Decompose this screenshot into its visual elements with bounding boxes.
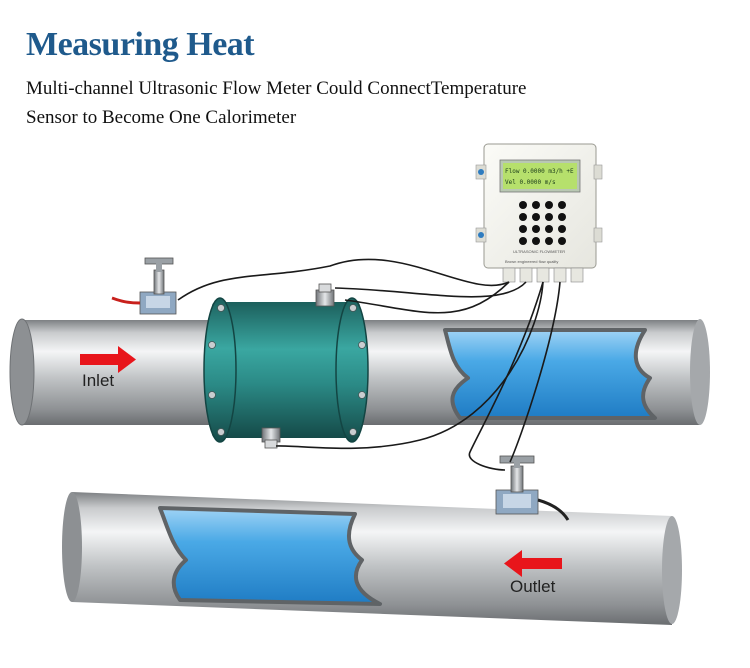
temperature-sensor-outlet (495, 455, 570, 521)
flow-meter-transmitter: Flow 0.0000 m3/h +E Vel 0.0000 m/s ULTRA… (475, 143, 603, 283)
upper-pipe-water-cutaway (443, 328, 657, 420)
signal-cables (177, 258, 561, 471)
lcd-line-2: Vel 0.0000 m/s (505, 179, 556, 186)
outlet-label: Outlet (510, 577, 556, 596)
cable-glands (502, 267, 584, 283)
meter-slogan-text: Brown engineered flow quality (505, 259, 558, 264)
lower-pipe-water-cutaway (158, 506, 382, 606)
subtitle-line-1: Multi-channel Ultrasonic Flow Meter Coul… (26, 78, 527, 99)
subtitle-line-2: Sensor to Become One Calorimeter (26, 107, 297, 128)
temperature-sensor-inlet (111, 257, 177, 315)
spool-flow-sensor (203, 297, 369, 443)
keypad (519, 201, 566, 245)
transducer-bottom (261, 427, 281, 449)
inlet-arrow (80, 346, 136, 373)
page-title: Measuring Heat (26, 26, 255, 63)
meter-brand-text: ULTRASONIC FLOWMETER (513, 249, 565, 254)
lcd-line-1: Flow 0.0000 m3/h +E (505, 168, 574, 175)
transducer-top (315, 283, 335, 307)
inlet-label: Inlet (82, 371, 114, 390)
outlet-arrow (504, 550, 562, 577)
